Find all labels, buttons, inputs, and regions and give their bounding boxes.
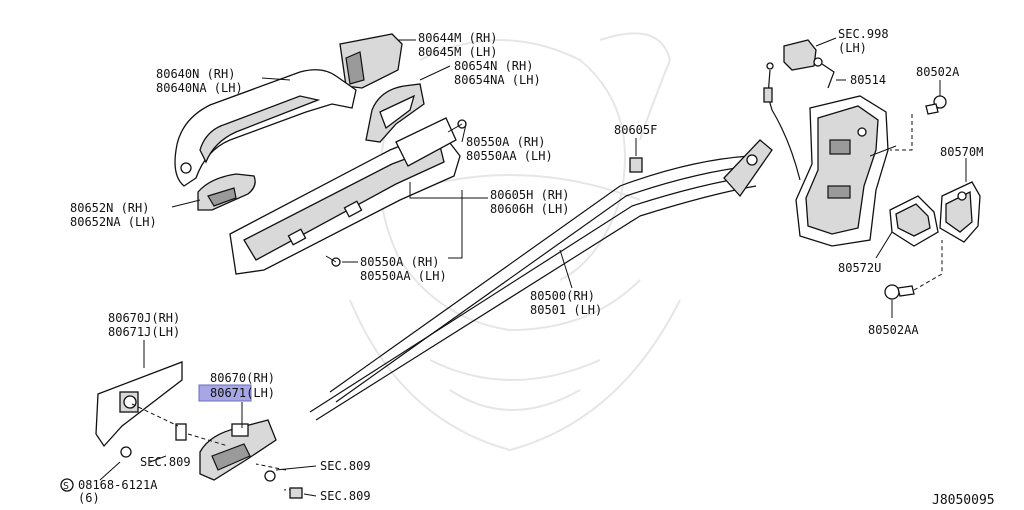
striker-screw-bottom — [884, 284, 915, 300]
label-80640n: 80640N (RH) — [156, 67, 235, 81]
label-80501: 80501 (LH) — [530, 303, 602, 317]
leader-sec998 — [815, 37, 837, 47]
striker-screw-top — [925, 95, 947, 115]
screw-lower — [325, 255, 341, 267]
highlight-80671 — [198, 384, 252, 402]
screw-upper — [447, 119, 467, 133]
label-80645m: 80645M (LH) — [418, 45, 497, 59]
label-sec809-b: SEC.809 — [320, 459, 371, 473]
label-80500: 80500(RH) — [530, 289, 595, 303]
label-80654na: 80654NA (LH) — [454, 73, 541, 87]
bolt-symbol: S — [63, 481, 69, 492]
outside-handle-bracket — [229, 117, 461, 275]
label-80605f: 80605F — [614, 123, 657, 137]
leader-80652 — [171, 199, 201, 208]
striker-shim — [889, 195, 939, 247]
label-80550aa-bot: 80550AA (LH) — [360, 269, 447, 283]
leader-80654 — [419, 65, 451, 81]
label-80502a: 80502A — [916, 65, 960, 79]
lock-cable-assembly — [309, 139, 773, 421]
cable-clip — [629, 157, 643, 173]
bolt-symbol-circle — [60, 478, 74, 492]
label-bolt-part: 08168-6121A — [78, 478, 158, 492]
lock-rod — [763, 62, 835, 181]
lock-actuator-connector — [783, 39, 823, 71]
label-80640na: 80640NA (LH) — [156, 81, 243, 95]
leader-sec809c — [303, 493, 317, 497]
inside-door-handle — [175, 419, 277, 481]
inside-handle-escutcheon — [95, 361, 183, 448]
leader-sec809a — [149, 455, 167, 463]
label-80502aa: 80502AA — [868, 323, 919, 337]
door-lock-actuator — [795, 95, 897, 247]
label-80550a-bot: 80550A (RH) — [360, 255, 439, 269]
label-80570m: 80570M — [940, 145, 983, 159]
label-80671: 80671(LH) — [210, 386, 275, 400]
handle-key-cover — [197, 173, 256, 211]
leader-80550-top — [461, 123, 467, 143]
label-sec809-c: SEC.809 — [320, 489, 371, 503]
label-80644m: 80644M (RH) — [418, 31, 497, 45]
dashed-screw-path-bottom — [913, 240, 943, 291]
leader-80550-bot — [342, 190, 463, 263]
label-sec809-a: SEC.809 — [140, 455, 191, 469]
label-80550a-top: 80550A (RH) — [466, 135, 545, 149]
screw-handle — [120, 446, 132, 458]
cap-sec809 — [289, 487, 303, 499]
label-80670: 80670(RH) — [210, 371, 275, 385]
leader-sec809b — [275, 465, 317, 471]
label-80550aa-top: 80550AA (LH) — [466, 149, 553, 163]
handle-escutcheon-cover — [339, 33, 403, 89]
label-80671j: 80671J(LH) — [108, 325, 180, 339]
label-80514: 80514 — [850, 73, 886, 87]
leader-80640 — [261, 77, 291, 81]
label-sec998: SEC.998 — [838, 27, 889, 41]
diagram-id: J8050095 — [932, 493, 995, 508]
label-bolt-qty: (6) — [78, 491, 100, 505]
leader-80500 — [559, 249, 573, 289]
label-80652n: 80652N (RH) — [70, 201, 149, 215]
label-80652na: 80652NA (LH) — [70, 215, 157, 229]
outside-door-handle — [174, 69, 357, 187]
door-striker — [939, 181, 981, 243]
label-80606h: 80606H (LH) — [490, 202, 569, 216]
dashed-screw-path-top — [890, 114, 913, 151]
label-80654n: 80654N (RH) — [454, 59, 533, 73]
label-80670j: 80670J(RH) — [108, 311, 180, 325]
label-80605h: 80605H (RH) — [490, 188, 569, 202]
label-sec998-lh: (LH) — [838, 41, 867, 55]
handle-gasket — [365, 83, 425, 143]
leader-80572u — [875, 231, 893, 259]
leader-bolt — [99, 461, 121, 481]
screw-sec809 — [264, 470, 276, 482]
label-80572u: 80572U — [838, 261, 881, 275]
